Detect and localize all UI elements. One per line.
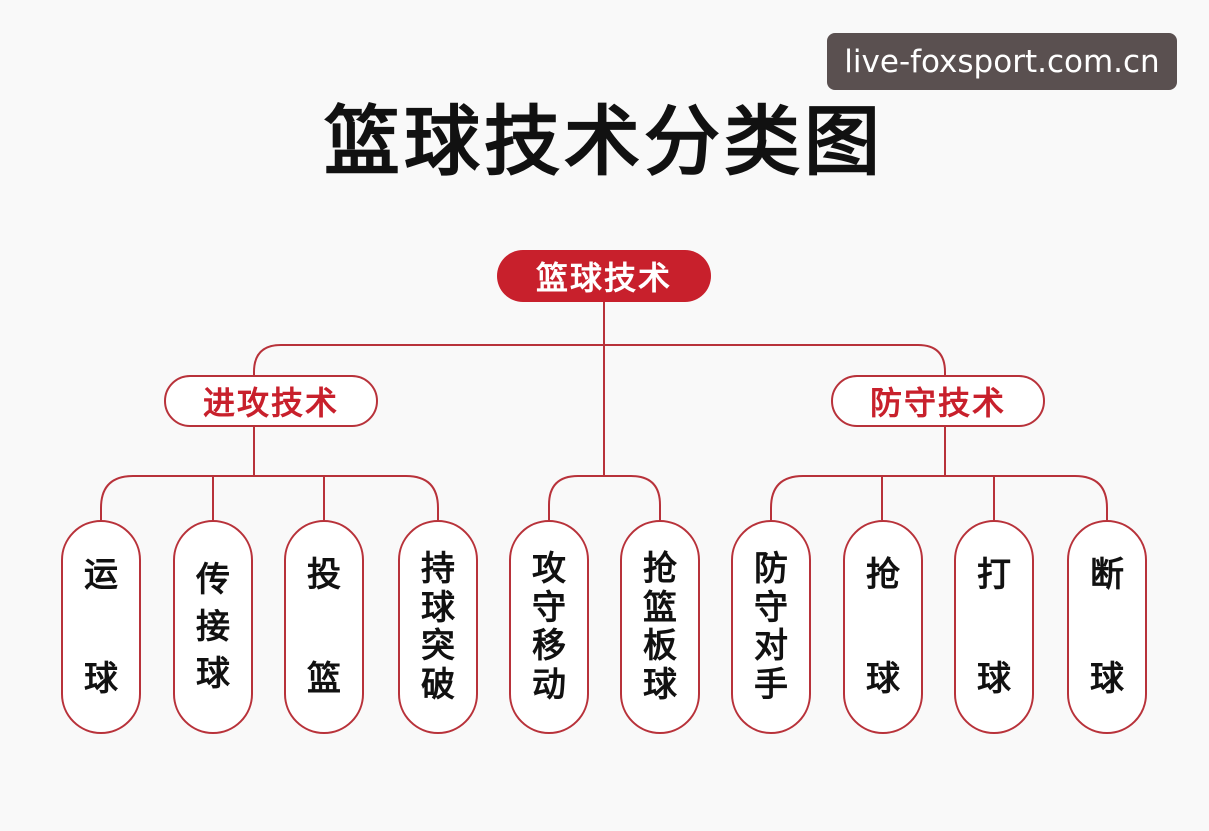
leaf-guard-opponent: 防 守 对 手: [731, 520, 811, 734]
leaf-char: 断: [1090, 555, 1124, 595]
leaf-char: 运: [84, 555, 118, 595]
leaf-steal: 抢 球: [843, 520, 923, 734]
defense-branch-line: [770, 475, 1108, 520]
leaf-dribble: 运 球: [61, 520, 141, 734]
leaf-char: 板: [643, 626, 677, 667]
leaf-char: 球: [421, 587, 455, 628]
leaf-char: 打: [977, 555, 1011, 595]
leaf-char: 篮: [307, 659, 341, 699]
leaf-char: 手: [754, 664, 788, 705]
root-branch-line: [253, 344, 946, 375]
leaf-char: 动: [532, 664, 566, 705]
leaf-shoot: 投 篮: [284, 520, 364, 734]
leaf-movement: 攻 守 移 动: [509, 520, 589, 734]
leaf-char: 球: [84, 659, 118, 699]
leaf-char: 球: [643, 664, 677, 705]
leaf-char: 守: [532, 587, 566, 628]
leaf-char: 持: [421, 549, 455, 589]
root-node: 篮球技术: [497, 250, 711, 302]
category-defense: 防守技术: [831, 375, 1045, 427]
leaf-intercept: 断 球: [1067, 520, 1147, 734]
leaf-char: 攻: [532, 549, 566, 589]
leaf-char: 球: [196, 654, 230, 694]
leaf-char: 篮: [643, 587, 677, 628]
page-title: 篮球技术分类图: [324, 97, 884, 186]
leaf-char: 球: [1090, 659, 1124, 699]
leaf-char: 投: [307, 555, 341, 595]
leaf-char: 接: [196, 607, 230, 647]
leaf-char: 球: [977, 659, 1011, 699]
leaf-char: 防: [754, 549, 788, 589]
category-attack: 进攻技术: [164, 375, 378, 427]
attack-branch-line: [100, 475, 439, 520]
leaf-char: 突: [421, 626, 455, 667]
leaf-char: 对: [754, 626, 788, 667]
leaf-char: 球: [866, 659, 900, 699]
leaf-char: 抢: [866, 555, 900, 595]
leaf-char: 抢: [643, 549, 677, 589]
leaf-rebound: 抢 篮 板 球: [620, 520, 700, 734]
watermark: live-foxsport.com.cn: [827, 33, 1177, 90]
leaf-char: 破: [421, 664, 455, 705]
leaf-knock: 打 球: [954, 520, 1034, 734]
leaf-char: 守: [754, 587, 788, 628]
leaf-drive: 持 球 突 破: [398, 520, 478, 734]
leaf-char: 传: [196, 560, 230, 600]
leaf-char: 移: [532, 626, 566, 667]
center-branch-line: [548, 475, 661, 520]
leaf-pass-catch: 传 接 球: [173, 520, 253, 734]
